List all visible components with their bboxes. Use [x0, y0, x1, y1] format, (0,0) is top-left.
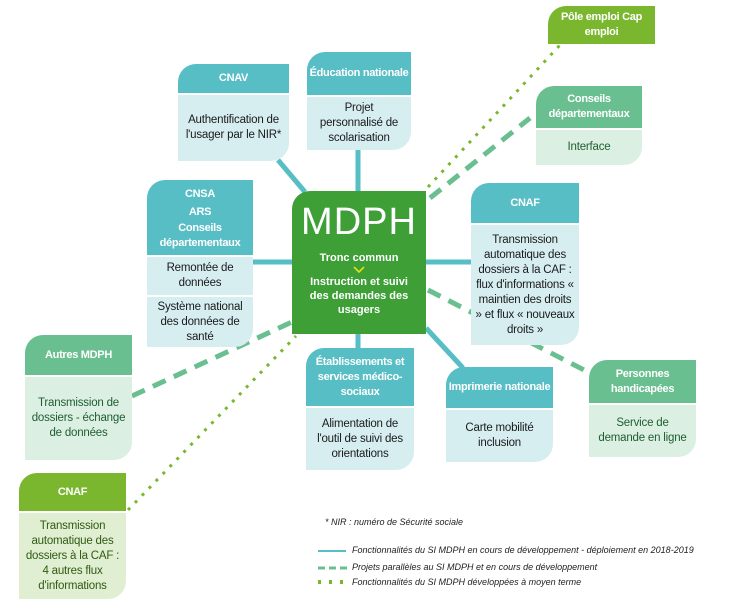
node-cnsa-ars: CNSA ARS Conseils départementaux Remonté… [147, 180, 253, 347]
node-personnes-body: Service de demande en ligne [589, 405, 696, 457]
node-etablissements: Établissements et services médico-sociau… [306, 348, 414, 470]
node-imprimerie-header: Imprimerie nationale [446, 367, 553, 408]
node-education-nationale: Éducation nationale Projet personnalisé … [307, 52, 411, 150]
legend-label: Projets parallèles au SI MDPH et en cour… [352, 562, 598, 572]
node-cnav-header: CNAV [178, 64, 289, 93]
node-cnsa-header: CNSA ARS Conseils départementaux [147, 180, 253, 255]
node-cnav-body: Authentification de l'usager par le NIR* [178, 95, 289, 161]
link-personnes [426, 287, 592, 376]
node-cnsa-header-line: Conseils départementaux [159, 221, 241, 249]
node-cnsa-body-remontee: Remontée de données [147, 257, 253, 295]
link-imprimerie [424, 326, 465, 370]
node-cnaf-left-body: Transmission automatique des dossiers à … [19, 513, 126, 599]
node-pole-emploi-header: Pôle emploi Cap emploi [548, 6, 655, 44]
legend-item-dashed: Projets parallèles au SI MDPH et en cour… [352, 562, 597, 572]
node-cnaf-right: CNAF Transmission automatique des dossie… [471, 183, 579, 345]
node-autres-mdph-header: Autres MDPH [25, 335, 132, 375]
node-conseils-dep-header: Conseils départementaux [536, 86, 642, 128]
node-cnsa-header-line: ARS [188, 205, 212, 218]
mdph-title: MDPH [301, 201, 417, 243]
node-cnsa-header-line: CNSA [185, 187, 215, 200]
legend-label: Fonctionnalités du SI MDPH développées à… [352, 577, 582, 587]
node-autres-mdph-body: Transmission de dossiers - échange de do… [25, 377, 132, 460]
footnote-nir: * NIR : numéro de Sécurité sociale [325, 517, 464, 527]
node-conseils-departementaux-right: Conseils départementaux Interface [536, 86, 642, 165]
legend-label: Fonctionnalités du SI MDPH en cours de d… [352, 545, 694, 555]
node-cnaf-right-header: CNAF [471, 183, 579, 223]
mdph-center-node: MDPH Tronc commun Instruction et suivi d… [292, 191, 426, 334]
node-imprimerie-body: Carte mobilité inclusion [446, 410, 553, 462]
link-pole-emploi [426, 43, 562, 189]
node-education-body: Projet personnalisé de scolarisation [307, 97, 411, 150]
node-autres-mdph: Autres MDPH Transmission de dossiers - é… [25, 335, 132, 460]
node-pole-emploi: Pôle emploi Cap emploi [548, 6, 655, 44]
legend-item-solid: Fonctionnalités du SI MDPH en cours de d… [352, 545, 694, 555]
node-cnaf-right-body: Transmission automatique des dossiers à … [471, 225, 579, 345]
node-cnav: CNAV Authentification de l'usager par le… [178, 64, 289, 161]
node-personnes-header: Personnes handicapées [589, 360, 696, 403]
node-education-header: Éducation nationale [307, 52, 411, 95]
node-cnsa-body-snds: Système national des données de santé [147, 297, 253, 347]
mdph-description: Instruction et suivi des demandes des us… [309, 276, 409, 316]
node-imprimerie-nationale: Imprimerie nationale Carte mobilité incl… [446, 367, 553, 462]
node-etablissements-body: Alimentation de l'outil de suivi des ori… [306, 408, 414, 470]
node-cnaf-left-header: CNAF [19, 473, 126, 511]
legend-item-dotted: Fonctionnalités du SI MDPH développées à… [352, 577, 581, 587]
link-cnav [276, 158, 307, 194]
mdph-subtitle: Tronc commun [319, 252, 399, 264]
node-cnaf-left: CNAF Transmission automatique des dossie… [19, 473, 126, 599]
link-autres-mdph [130, 319, 294, 399]
chevron-down-icon [292, 266, 426, 275]
link-cnaf-left [126, 334, 298, 512]
node-personnes-handicapees: Personnes handicapées Service de demande… [589, 360, 696, 457]
node-etablissements-header: Établissements et services médico-sociau… [306, 348, 414, 406]
node-conseils-dep-body: Interface [536, 130, 642, 165]
